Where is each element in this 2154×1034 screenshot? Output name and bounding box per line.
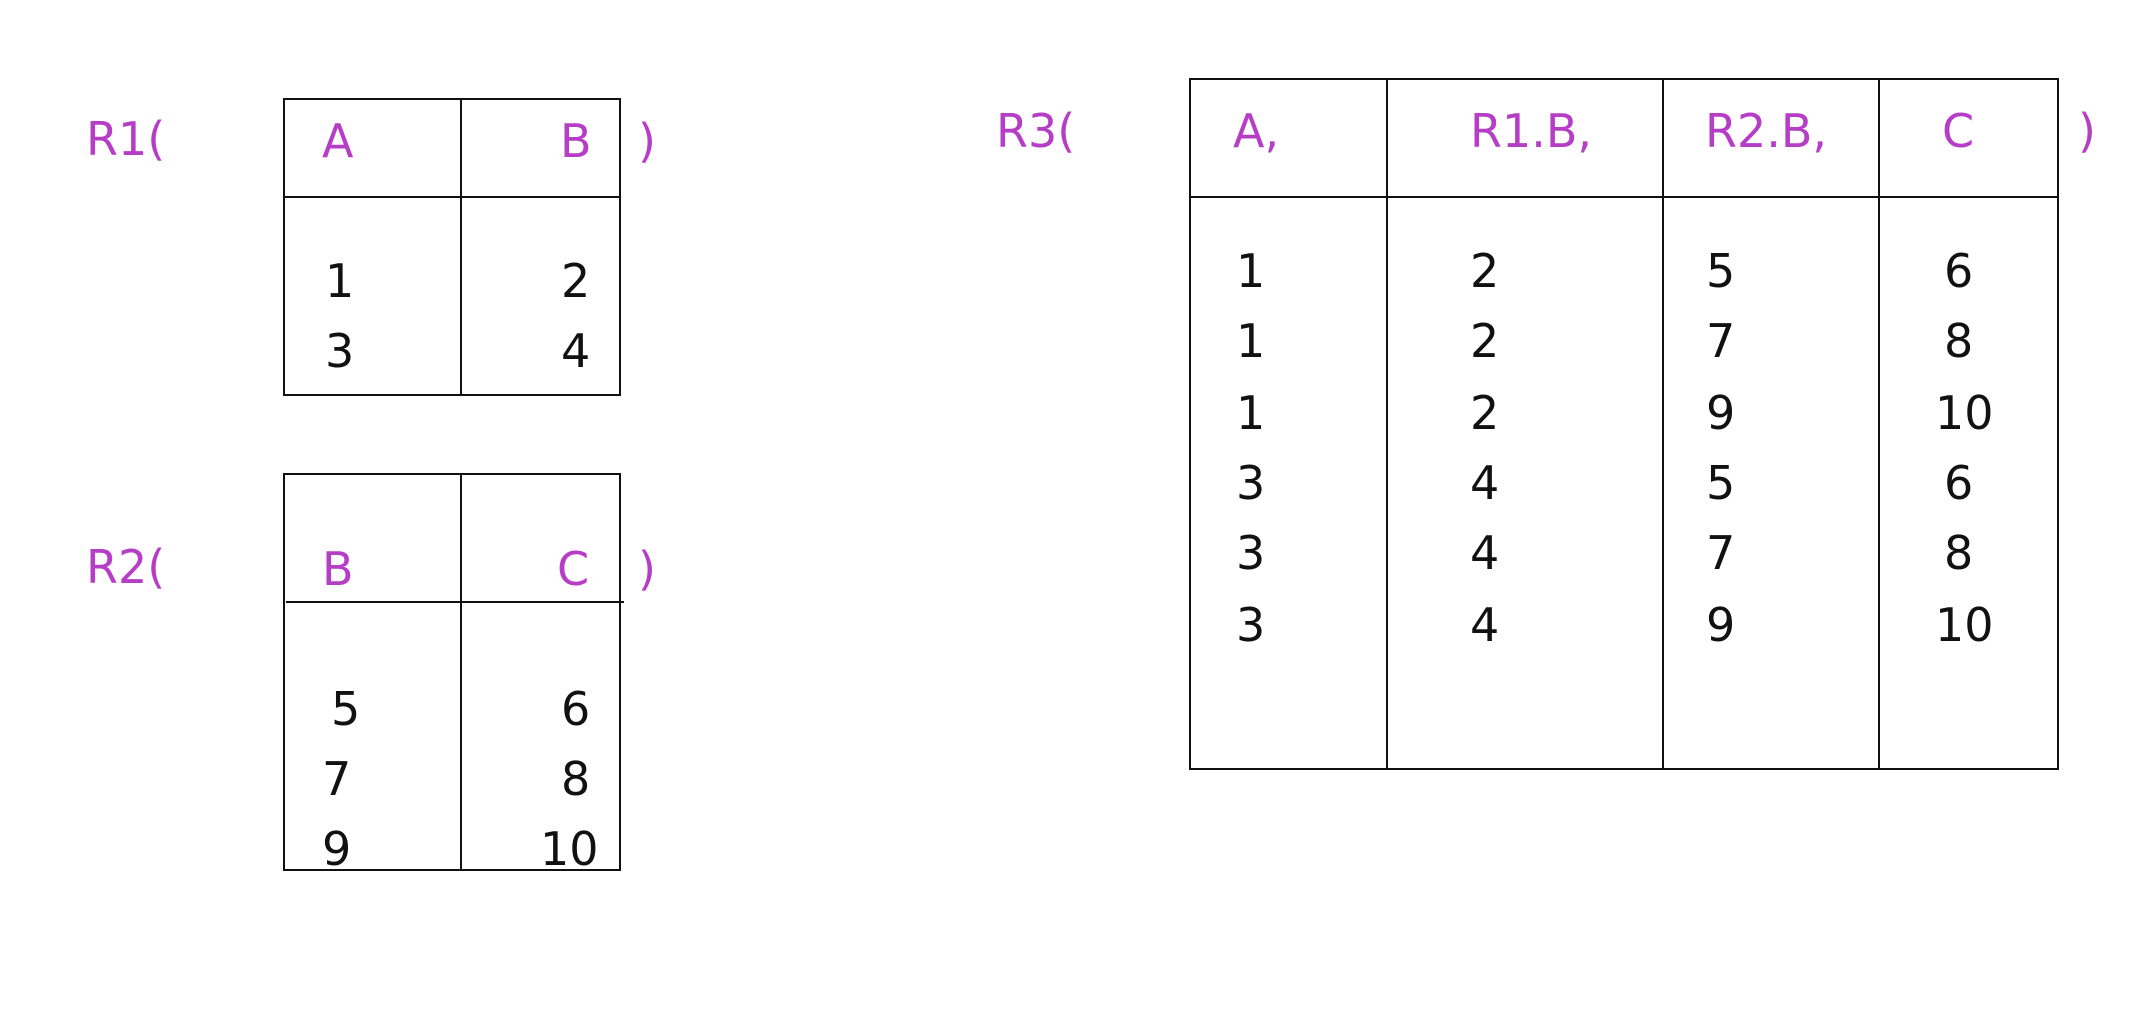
r3-cell-0-1: 2 xyxy=(1470,244,1500,298)
r3-cell-3-3: 6 xyxy=(1944,456,1974,510)
r1-label: R1( xyxy=(86,112,166,166)
r1-cell-1-0: 3 xyxy=(325,324,355,378)
r3-label: R3( xyxy=(996,104,1076,158)
r3-cell-1-2: 7 xyxy=(1706,314,1736,368)
r3-cell-5-1: 4 xyxy=(1470,598,1500,652)
r3-cell-4-0: 3 xyxy=(1236,526,1266,580)
r3-cell-4-1: 4 xyxy=(1470,526,1500,580)
r3-cell-1-0: 1 xyxy=(1236,314,1266,368)
r3-cell-0-3: 6 xyxy=(1944,244,1974,298)
r1-cell-0-1: 2 xyxy=(561,254,591,308)
r1-close-paren: ) xyxy=(638,114,656,168)
r1-cell-1-1: 4 xyxy=(561,324,591,378)
r3-cell-1-3: 8 xyxy=(1944,314,1974,368)
r3-cell-5-0: 3 xyxy=(1236,598,1266,652)
r1-header-b: B xyxy=(560,114,592,168)
r3-table-frame xyxy=(1189,78,2059,770)
r3-header-r1b: R1.B, xyxy=(1470,104,1593,158)
r3-column-divider-1 xyxy=(1386,78,1388,770)
r1-table-frame xyxy=(283,98,621,396)
r3-cell-4-3: 8 xyxy=(1944,526,1974,580)
r1-cell-0-0: 1 xyxy=(325,254,355,308)
r2-cell-2-0: 9 xyxy=(322,822,352,876)
r2-column-divider xyxy=(460,473,462,871)
r2-cell-2-1: 10 xyxy=(540,822,599,876)
r1-header-a: A xyxy=(322,114,354,168)
r2-cell-0-1: 6 xyxy=(561,682,591,736)
r3-cell-5-3: 10 xyxy=(1935,598,1994,652)
r3-cell-0-2: 5 xyxy=(1706,244,1736,298)
r3-cell-2-1: 2 xyxy=(1470,386,1500,440)
r3-cell-2-2: 9 xyxy=(1706,386,1736,440)
r3-header-r2b: R2.B, xyxy=(1705,104,1828,158)
r3-cell-1-1: 2 xyxy=(1470,314,1500,368)
r2-cell-1-0: 7 xyxy=(322,752,352,806)
r2-cell-1-1: 8 xyxy=(561,752,591,806)
r2-cell-0-0: 5 xyxy=(331,682,361,736)
r3-cell-3-2: 5 xyxy=(1706,456,1736,510)
r3-close-paren: ) xyxy=(2078,104,2096,158)
r3-column-divider-3 xyxy=(1878,78,1880,770)
r3-header-a: A, xyxy=(1233,104,1280,158)
r2-table-frame xyxy=(283,473,621,871)
r2-close-paren: ) xyxy=(638,542,656,596)
r2-label: R2( xyxy=(86,540,166,594)
r3-cell-4-2: 7 xyxy=(1706,526,1736,580)
r3-cell-2-0: 1 xyxy=(1236,386,1266,440)
r3-cell-5-2: 9 xyxy=(1706,598,1736,652)
r3-cell-2-3: 10 xyxy=(1935,386,1994,440)
r1-column-divider xyxy=(460,98,462,396)
r3-cell-0-0: 1 xyxy=(1236,244,1266,298)
r1-header-divider xyxy=(283,196,621,198)
r3-cell-3-1: 4 xyxy=(1470,456,1500,510)
r2-header-c: C xyxy=(557,542,590,596)
r3-column-divider-2 xyxy=(1662,78,1664,770)
r3-cell-3-0: 3 xyxy=(1236,456,1266,510)
r2-header-b: B xyxy=(322,542,354,596)
r3-header-divider xyxy=(1189,196,2059,198)
r2-header-divider xyxy=(286,601,624,603)
r3-header-c: C xyxy=(1942,104,1975,158)
